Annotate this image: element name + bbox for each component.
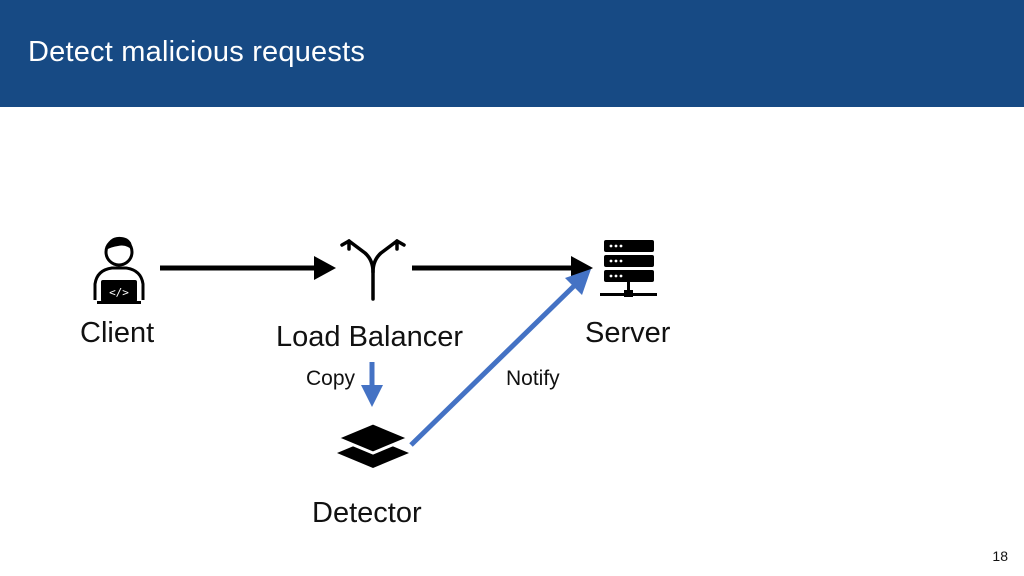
layers-icon [333, 421, 413, 468]
arrow-notify [409, 269, 591, 447]
developer-laptop-icon: </> [93, 236, 145, 304]
notify-label: Notify [506, 367, 560, 390]
server-rack-icon [600, 240, 657, 297]
page-number: 18 [992, 548, 1008, 564]
arrow-copy [361, 362, 383, 407]
arrow-client-to-load-balancer [160, 256, 336, 280]
arrow-load-balancer-to-server [412, 256, 593, 280]
detector-label: Detector [312, 497, 422, 529]
server-label: Server [585, 317, 671, 349]
slide-title: Detect malicious requests [28, 36, 366, 68]
split-arrow-icon [340, 239, 406, 301]
copy-label: Copy [306, 367, 356, 390]
slide-header: Detect malicious requests [0, 0, 1024, 107]
load-balancer-label: Load Balancer [276, 321, 464, 353]
client-label: Client [80, 317, 155, 349]
svg-text:</>: </> [109, 286, 129, 299]
